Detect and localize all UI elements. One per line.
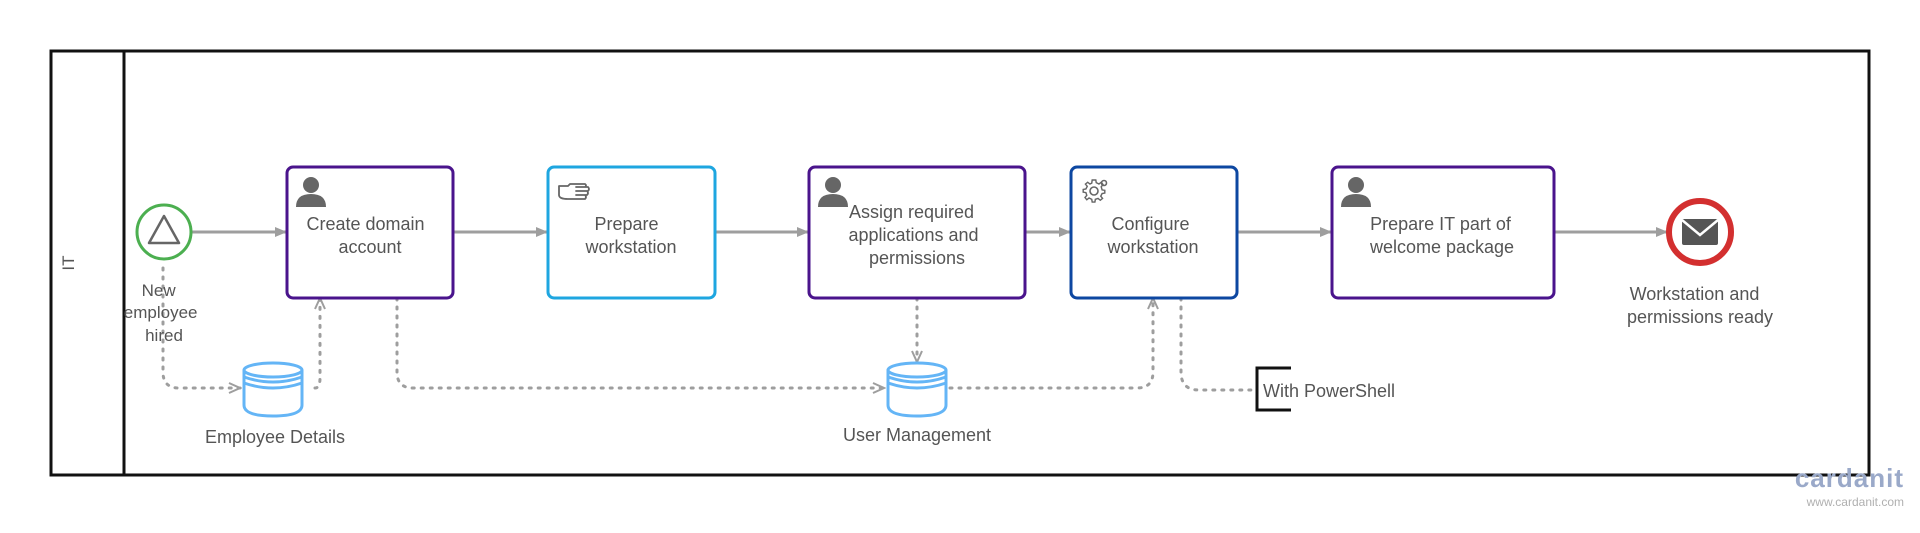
assoc-create-to-user-management[interactable] xyxy=(395,296,884,388)
end-event[interactable] xyxy=(1666,198,1734,266)
manual-hand-icon xyxy=(558,183,590,200)
user-icon xyxy=(296,177,326,207)
branding: cardanit www.cardanit.com xyxy=(1795,463,1904,509)
task-box[interactable] xyxy=(1069,165,1239,300)
assoc-employee-details-to-create[interactable] xyxy=(313,298,320,390)
task-label: Prepare workstation xyxy=(584,214,676,257)
task-label: Create domain account xyxy=(306,214,429,257)
assoc-configure-to-annotation[interactable] xyxy=(1179,296,1258,392)
task-box[interactable] xyxy=(807,165,1027,300)
task-box[interactable] xyxy=(546,165,717,300)
service-gear-icon xyxy=(1082,179,1108,203)
user-icon xyxy=(1341,177,1371,207)
data-store-top xyxy=(242,361,304,379)
data-store-top xyxy=(886,361,948,379)
data-associations xyxy=(161,266,1258,392)
data-store-label: Employee Details xyxy=(205,427,345,447)
task-configure-workstation[interactable]: Configure workstation xyxy=(1069,165,1239,300)
task-box[interactable] xyxy=(285,165,455,300)
pool[interactable] xyxy=(49,49,1871,477)
task-prepare-it-welcome[interactable]: Prepare IT part of welcome package xyxy=(1330,165,1556,300)
user-icon xyxy=(818,177,848,207)
text-annotation[interactable]: With PowerShell xyxy=(1255,366,1395,412)
task-create-domain-account[interactable]: Create domain account xyxy=(285,165,455,300)
task-assign-permissions[interactable]: Assign required applications and permiss… xyxy=(807,165,1027,300)
data-store-band-2 xyxy=(887,381,947,390)
end-event-label: Workstation and permissions ready xyxy=(1627,284,1773,327)
signal-triangle-icon xyxy=(147,214,181,245)
annotation-text: With PowerShell xyxy=(1263,381,1395,401)
envelope-flap xyxy=(1681,219,1719,237)
assoc-start-to-employee-details[interactable] xyxy=(161,266,240,388)
data-store-band-2 xyxy=(243,381,303,390)
data-store-employee-details[interactable] xyxy=(242,361,304,418)
data-store-user-management[interactable] xyxy=(886,361,948,418)
task-label: Prepare IT part of welcome package xyxy=(1369,214,1516,257)
task-box[interactable] xyxy=(1330,165,1556,300)
data-store-band-1 xyxy=(887,375,947,384)
task-label: Assign required applications and permiss… xyxy=(848,202,983,268)
data-store-band-1 xyxy=(243,375,303,384)
start-event-label: New employee hired xyxy=(124,281,202,345)
annotation-bracket xyxy=(1255,366,1291,412)
start-event[interactable] xyxy=(135,203,193,261)
task-label: Configure workstation xyxy=(1106,214,1198,257)
branding-url[interactable]: www.cardanit.com xyxy=(1806,495,1904,509)
data-store-label: User Management xyxy=(843,425,991,445)
cardanit-logo: cardanit xyxy=(1795,463,1904,493)
assoc-user-management-to-configure[interactable] xyxy=(948,298,1153,390)
task-prepare-workstation[interactable]: Prepare workstation xyxy=(546,165,717,300)
message-envelope-icon xyxy=(1682,219,1718,245)
start-event-circle[interactable] xyxy=(135,203,193,261)
lane-label[interactable]: IT xyxy=(59,255,78,270)
